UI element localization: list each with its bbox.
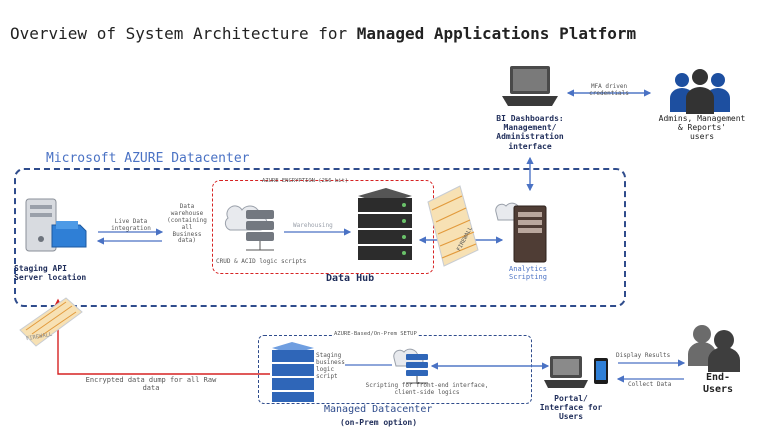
bi-dashboards-label: BI Dashboards: Management/ Administratio… — [496, 114, 564, 151]
admin-users-icon — [670, 69, 730, 114]
laptop-icon — [502, 66, 558, 106]
data-hub-label: Data Hub — [326, 273, 375, 284]
server-icon — [25, 198, 87, 252]
analytics-server-icon — [495, 202, 547, 263]
crud-label: CRUD & ACID logic scripts — [216, 258, 307, 265]
live-data-label: Live Data integration — [111, 218, 151, 232]
encryption-boundary — [212, 180, 434, 274]
portal-devices-icon — [544, 356, 608, 388]
display-results-label: Display Results — [616, 352, 671, 359]
portal-label: Portal/ Interface for Users — [539, 394, 603, 422]
analytics-label: Analytics Scripting — [509, 265, 547, 282]
blue-server-stack-icon — [272, 342, 314, 402]
firewall-icon — [427, 185, 479, 267]
encryption-label: AZURE ENCRYPTION (256 bit) — [262, 178, 349, 184]
azure-datacenter-label: Microsoft AZURE Datacenter — [46, 151, 250, 166]
end-users-label: End- Users — [702, 372, 734, 395]
onprem-setup-label: AZURE-Based/On-Prem SETUP — [334, 331, 417, 338]
encrypted-dump-label: Encrypted data dump for all Raw data — [85, 376, 217, 393]
staging-logic-label: Staging business logic script — [316, 352, 345, 380]
onprem-option-label: (on-Prem option) — [340, 418, 418, 427]
frontend-label: Scripting for front-end interface, clien… — [365, 382, 489, 396]
admins-label: Admins, Management & Reports' users — [658, 114, 746, 142]
managed-datacenter-label: Managed Datacenter — [324, 404, 433, 415]
data-hub-server-stack-icon — [358, 188, 412, 260]
mfa-label: MFA driven credentials — [589, 83, 629, 97]
warehousing-label: Warehousing — [293, 222, 333, 229]
azure-datacenter-boundary — [14, 168, 626, 307]
warehouse-label: Data warehouse (containing all Business … — [167, 203, 207, 245]
collect-data-label: Collect Data — [628, 381, 672, 388]
page-title: Overview of System Architecture for Mana… — [10, 24, 637, 43]
cloud-network-icon-bottom — [393, 348, 428, 384]
end-users-icon — [688, 325, 740, 372]
cloud-network-icon — [224, 205, 274, 251]
encrypted-dump-path — [53, 298, 270, 375]
staging-api-label: Staging API Server location — [14, 264, 87, 283]
firewall-icon-bottom — [19, 297, 83, 347]
